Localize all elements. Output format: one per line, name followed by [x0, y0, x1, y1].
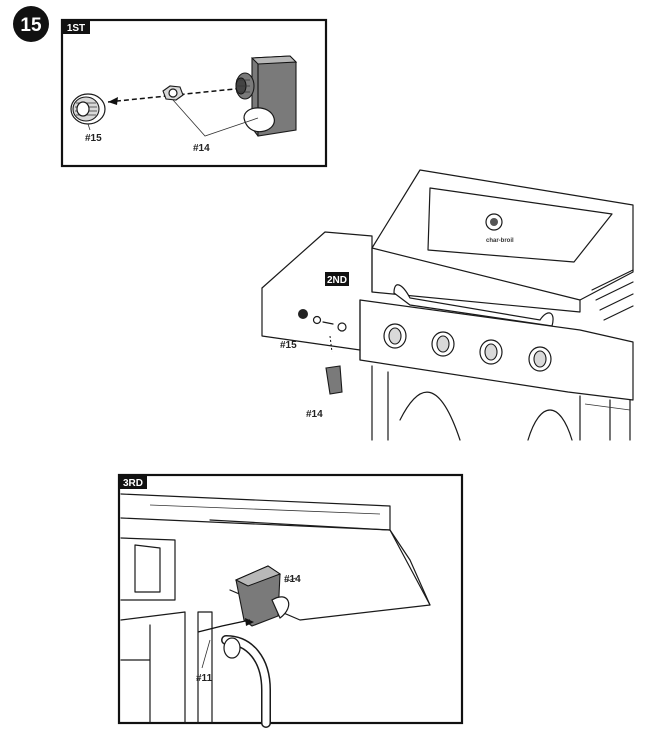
brand-logo: char-broil — [486, 238, 514, 244]
label-first-knob: #15 — [85, 133, 102, 144]
panel-tag-third: 3RD — [123, 478, 143, 489]
panel-first: 1ST #15 #14 — [60, 18, 328, 168]
label-second-igniter: #14 — [306, 409, 323, 420]
step-badge: 15 — [13, 6, 49, 42]
knob-part-illustration — [70, 93, 106, 125]
step-number: 15 — [20, 15, 42, 36]
label-second-knob: #15 — [280, 340, 297, 351]
panel-tag-first: 1ST — [67, 23, 85, 34]
label-first-igniter: #14 — [193, 143, 210, 154]
panel-tag-second: 2ND — [327, 275, 347, 286]
label-third-igniter: #14 — [284, 574, 301, 585]
label-third-wire: #11 — [196, 673, 213, 684]
igniter-module-illustration — [235, 55, 298, 137]
panel-third: 3RD #14 #11 — [117, 473, 464, 728]
control-knobs — [383, 323, 552, 372]
hex-nut-illustration — [162, 85, 184, 101]
panel-second-grill: char-broil 2ND #15 # — [261, 169, 634, 441]
